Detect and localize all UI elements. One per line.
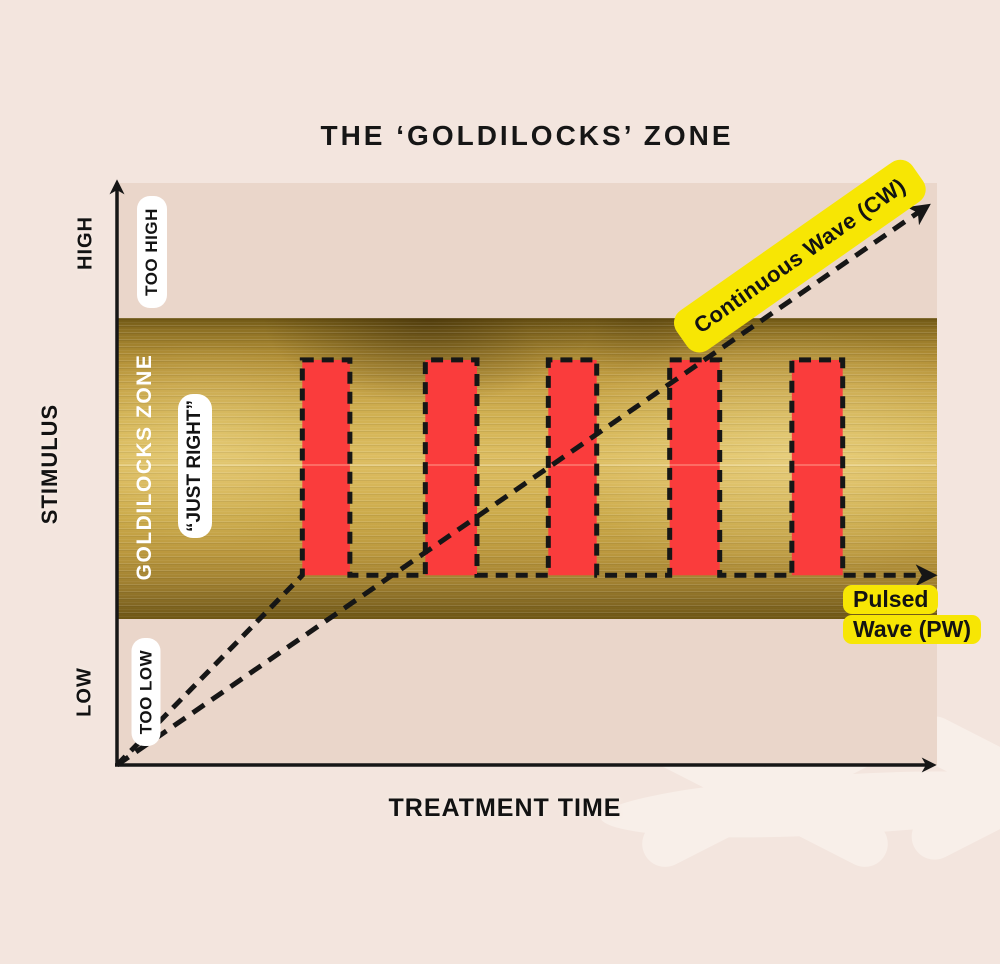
- pw-pulse-fill: [669, 359, 720, 576]
- cw-line: [115, 203, 931, 768]
- pw-pulse-fills: [302, 359, 843, 576]
- pw-series-label-line2: Wave (PW): [843, 615, 981, 644]
- pw-pulse-fill: [548, 359, 597, 576]
- x-axis-label: TREATMENT TIME: [388, 794, 622, 822]
- chart-title: THE ‘GOLDILOCKS’ ZONE: [320, 120, 734, 151]
- y-axis-label: STIMULUS: [37, 403, 62, 525]
- pw-series-label-line1: Pulsed: [843, 585, 939, 614]
- too-low-chip: TOO LOW: [131, 638, 161, 746]
- goldilocks-zone-label: GOLDILOCKS ZONE: [133, 353, 156, 581]
- pw-pulse-fill: [791, 359, 843, 576]
- pw-pulse-fill: [425, 359, 477, 576]
- pw-path: [115, 357, 938, 767]
- pw-series-label: Pulsed Wave (PW): [843, 585, 981, 644]
- pw-pulse-fill: [302, 359, 350, 576]
- too-high-chip: TOO HIGH: [137, 196, 167, 308]
- just-right-chip: “JUST RIGHT”: [178, 394, 212, 538]
- y-tick-low: LOW: [73, 667, 96, 717]
- y-tick-high: HIGH: [74, 216, 97, 270]
